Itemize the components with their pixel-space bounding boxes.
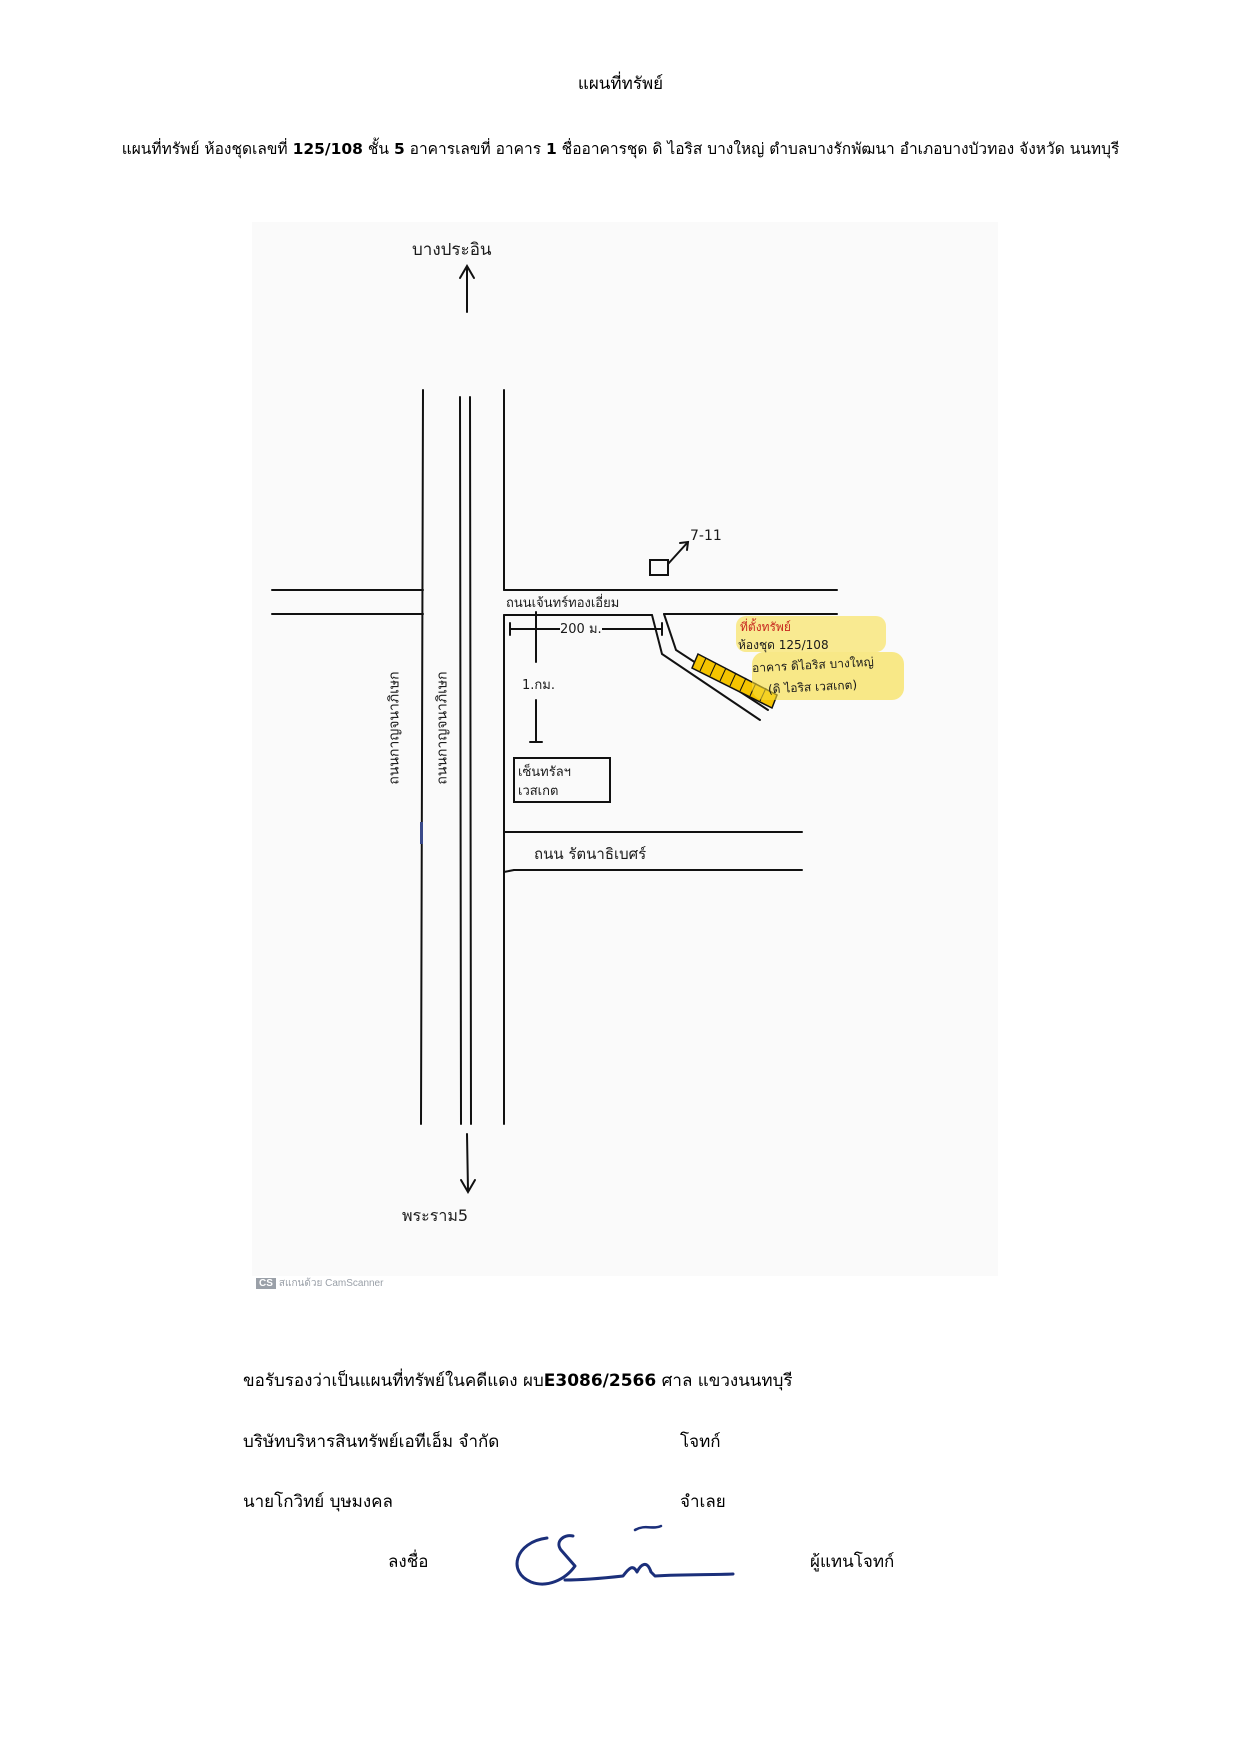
road-median-right (469, 396, 472, 1125)
landmark-line2: เวสเกต (518, 784, 559, 799)
vertical-road-label-left: ถนนกาญจนาภิเษก (386, 671, 403, 785)
camscanner-logo: CS (256, 1278, 276, 1289)
bottom-road-label: ถนน รัตนาธิเบศร์ (534, 845, 647, 863)
property-label-1: ที่ตั้งทรัพย์ (740, 620, 791, 634)
distance-horizontal-label: 200 ม. (560, 618, 602, 639)
north-arrow-head (459, 264, 475, 279)
highlight-1 (736, 616, 886, 652)
south-arrow (466, 1133, 469, 1191)
seven-eleven-box (649, 559, 669, 576)
company-name: บริษัทบริหารสินทรัพย์เอทีเอ็ม จำกัด (243, 1432, 500, 1452)
defendant-label: จำเลย (680, 1492, 726, 1512)
vertical-road-label-right: ถนนกาญจนาภิเษก (434, 671, 451, 785)
handwritten-signature (515, 1524, 735, 1586)
north-label: บางประอิน (412, 240, 492, 260)
plaintiff-label: โจทก์ (680, 1432, 721, 1452)
south-arrow-head (460, 1179, 476, 1194)
property-description: แผนที่ทรัพย์ ห้องชุดเลขที่ 125/108 ชั้น … (121, 140, 1120, 158)
page-title: แผนที่ทรัพย์ (577, 74, 664, 94)
representative-label: ผู้แทนโจทก์ (810, 1552, 895, 1572)
top-road-label: ถนนเจ้นทร์ทองเอี่ยม (506, 596, 620, 611)
unit-number: 125/108 (292, 140, 363, 158)
landmark-box (513, 757, 611, 803)
highlight-2 (752, 652, 904, 700)
south-label: พระราม5 (402, 1206, 469, 1225)
map-drawing (271, 264, 904, 1194)
distance-vertical-label: 1.กม. (522, 678, 555, 693)
seven-eleven-label: 7-11 (690, 528, 722, 544)
floor-number: 5 (393, 140, 405, 158)
landmark-line1: เซ็นทรัลฯ (518, 765, 571, 780)
case-number: E3086/2566 (543, 1371, 657, 1391)
property-label-2: ห้องชุด 125/108 (738, 638, 829, 652)
signed-label: ลงชื่อ (388, 1552, 429, 1572)
building-number: 1 (545, 140, 557, 158)
seven-eleven-arrow (667, 541, 689, 565)
defendant-name: นายโกวิทย์ บุษมงคล (243, 1492, 393, 1512)
certification-line: ขอรับรองว่าเป็นแผนที่ทรัพย์ในคดีแดง ผบE3… (243, 1371, 793, 1391)
scanned-map: บางประอิน พระราม5 ถนนเจ้นทร์ทองเอี่ยม ถน… (252, 222, 998, 1276)
road-median-left (459, 396, 462, 1125)
road-edge-left (420, 389, 424, 1125)
